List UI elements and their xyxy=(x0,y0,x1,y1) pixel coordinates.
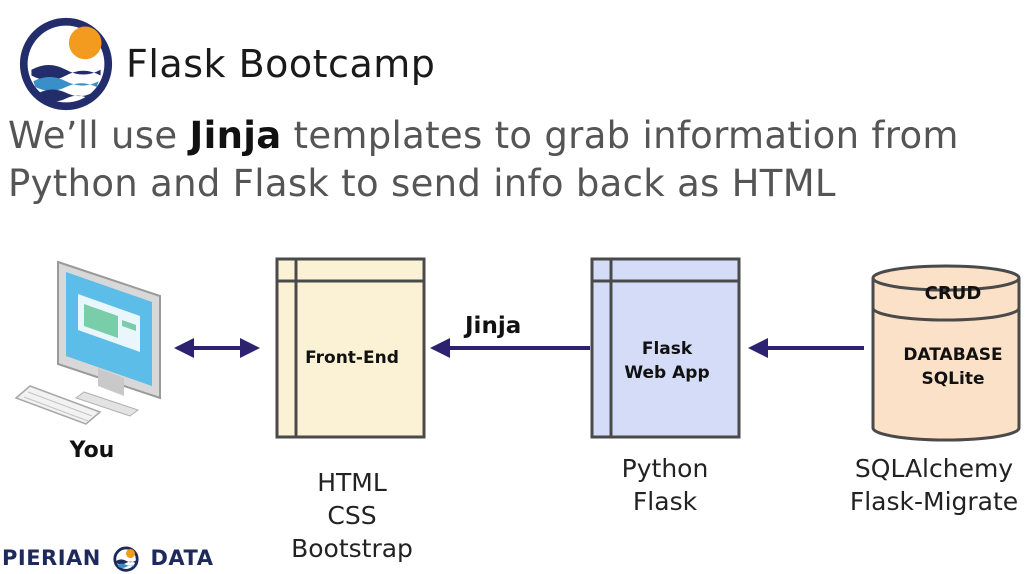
frontend-caption-line: Bootstrap xyxy=(291,534,413,563)
you-label: You xyxy=(69,438,115,463)
webapp-label: Flask Web App xyxy=(595,337,739,385)
frontend-caption: HTML CSS Bootstrap xyxy=(270,466,434,565)
crud-label: CRUD xyxy=(924,283,982,304)
headline-suffix: templates to grab information from Pytho… xyxy=(8,114,959,205)
jinja-arrow-label: Jinja xyxy=(465,313,522,339)
footer-brand-right: DATA xyxy=(150,546,214,570)
headline: We’ll use Jinja templates to grab inform… xyxy=(8,112,1028,208)
webapp-box xyxy=(590,257,741,439)
headline-prefix: We’ll use xyxy=(8,114,190,157)
webapp-caption-line: Python xyxy=(621,454,709,483)
footer-brand-left: PIERIAN xyxy=(2,546,101,570)
footer-brand: PIERIAN DATA xyxy=(2,544,214,572)
database-cylinder-icon xyxy=(871,264,1021,442)
database-caption: SQLAlchemy Flask-Migrate xyxy=(836,452,1032,518)
frontend-caption-line: HTML xyxy=(317,468,387,497)
webapp-label-line2: Web App xyxy=(624,363,710,383)
database-label-line2: SQLite xyxy=(921,369,985,389)
webapp-caption: Python Flask xyxy=(590,452,740,518)
webapp-caption-line: Flask xyxy=(632,487,698,516)
computer-icon xyxy=(14,260,161,425)
database-label: DATABASE SQLite xyxy=(872,343,1034,391)
frontend-caption-line: CSS xyxy=(327,501,377,530)
database-caption-line: Flask-Migrate xyxy=(849,487,1019,516)
database-caption-line: SQLAlchemy xyxy=(854,454,1014,483)
webapp-label-line1: Flask xyxy=(641,339,693,359)
pierian-logo-icon xyxy=(19,17,113,111)
database-label-line1: DATABASE xyxy=(903,345,1003,365)
pierian-small-logo-icon xyxy=(113,546,139,572)
frontend-label: Front-End xyxy=(305,348,399,368)
headline-emphasis: Jinja xyxy=(189,114,282,157)
brand-title: Flask Bootcamp xyxy=(126,42,436,86)
frontend-box xyxy=(275,257,426,439)
